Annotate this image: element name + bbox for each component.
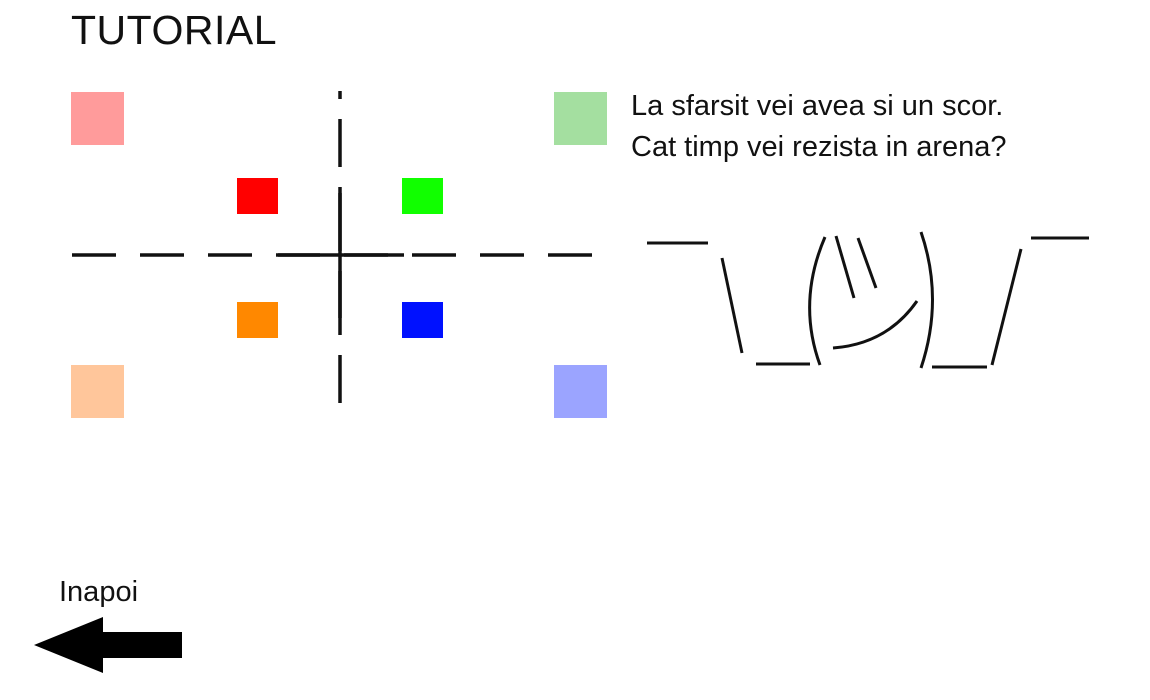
- arena-crosshair: [72, 91, 606, 418]
- back-label[interactable]: Inapoi: [59, 576, 139, 608]
- arena-diagram: [0, 0, 620, 440]
- tile-light-blue: [554, 365, 607, 418]
- shrug-emoticon-icon: [647, 231, 1089, 369]
- tile-light-green: [554, 92, 607, 145]
- tile-light-orange: [71, 365, 124, 418]
- tile-green: [402, 178, 443, 214]
- tile-orange: [237, 302, 278, 338]
- back-arrow-shape: [34, 617, 182, 673]
- tutorial-message: La sfarsit vei avea si un scor. Cat timp…: [631, 86, 1007, 168]
- tile-blue: [402, 302, 443, 338]
- message-line-2: Cat timp vei rezista in arena?: [631, 131, 1007, 163]
- tile-red: [237, 178, 278, 214]
- message-line-1: La sfarsit vei avea si un scor.: [631, 90, 1004, 122]
- page-title: TUTORIAL: [71, 7, 277, 53]
- tile-light-red: [71, 92, 124, 145]
- left-arrow-icon[interactable]: [32, 615, 184, 675]
